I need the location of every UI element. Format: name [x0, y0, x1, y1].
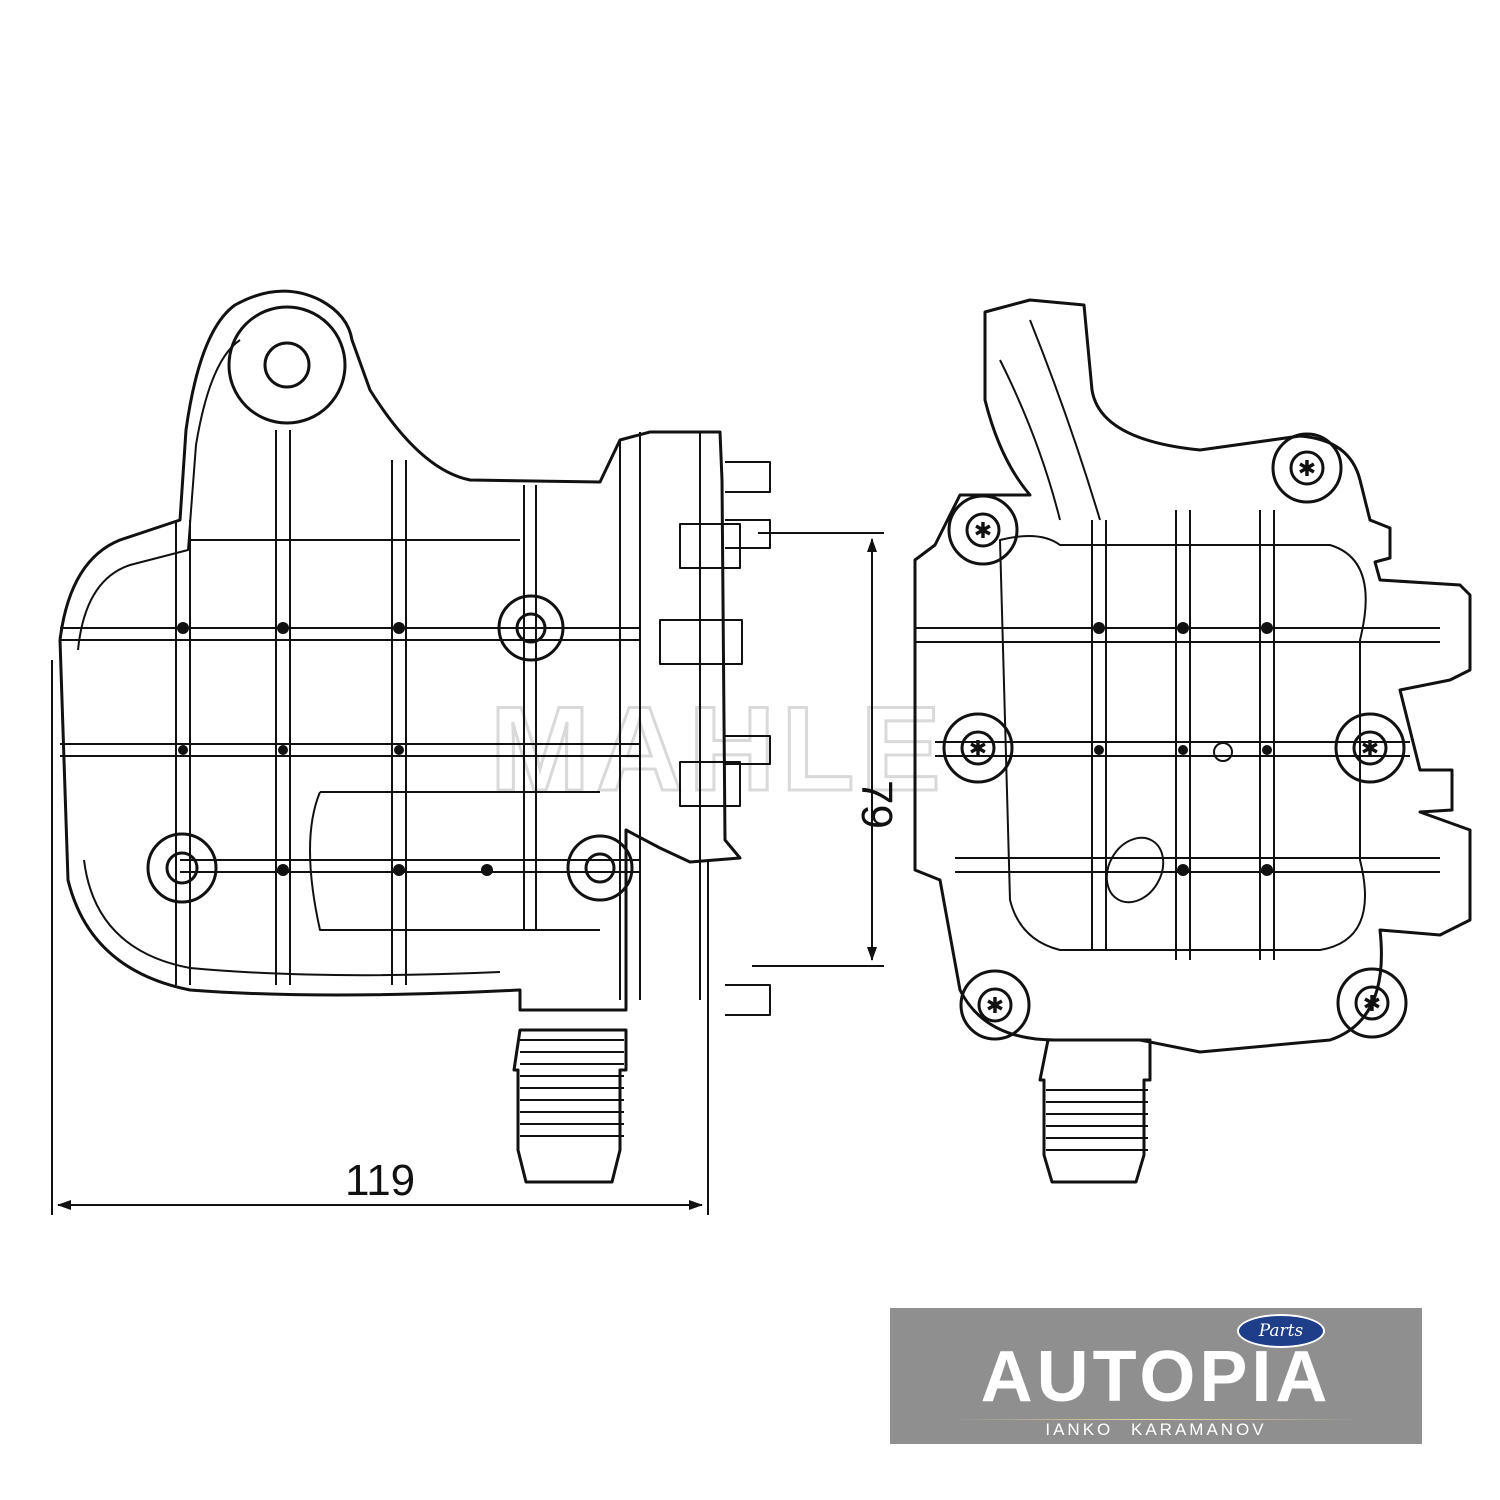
svg-text:✱: ✱ [1361, 737, 1379, 762]
width-dimension-label: 119 [345, 1156, 415, 1205]
side-view-drawing [58, 289, 771, 1184]
height-dimension [752, 532, 884, 967]
mahle-watermark: MAHLE [490, 682, 947, 816]
parts-badge-label: Parts [1258, 1321, 1304, 1341]
brand-divider [950, 1419, 1362, 1420]
parts-badge: Parts [1237, 1314, 1325, 1348]
bolt-star-icons: ✱ ✱ ✱ ✱ ✱ ✱ [969, 457, 1381, 1019]
svg-text:✱: ✱ [974, 519, 992, 544]
autopia-logo-banner: Parts AUTOPIA IANKO KARAMANOV [890, 1308, 1422, 1444]
brand-name: AUTOPIA [980, 1337, 1332, 1417]
svg-text:✱: ✱ [986, 994, 1004, 1019]
front-view-drawing [913, 298, 1472, 1184]
height-dimension-label: 79 [852, 780, 901, 829]
svg-text:✱: ✱ [969, 737, 987, 762]
brand-subtitle: IANKO KARAMANOV [1045, 1420, 1267, 1439]
width-dimension [51, 660, 709, 1215]
svg-text:✱: ✱ [1298, 457, 1316, 482]
svg-text:✱: ✱ [1363, 992, 1381, 1017]
